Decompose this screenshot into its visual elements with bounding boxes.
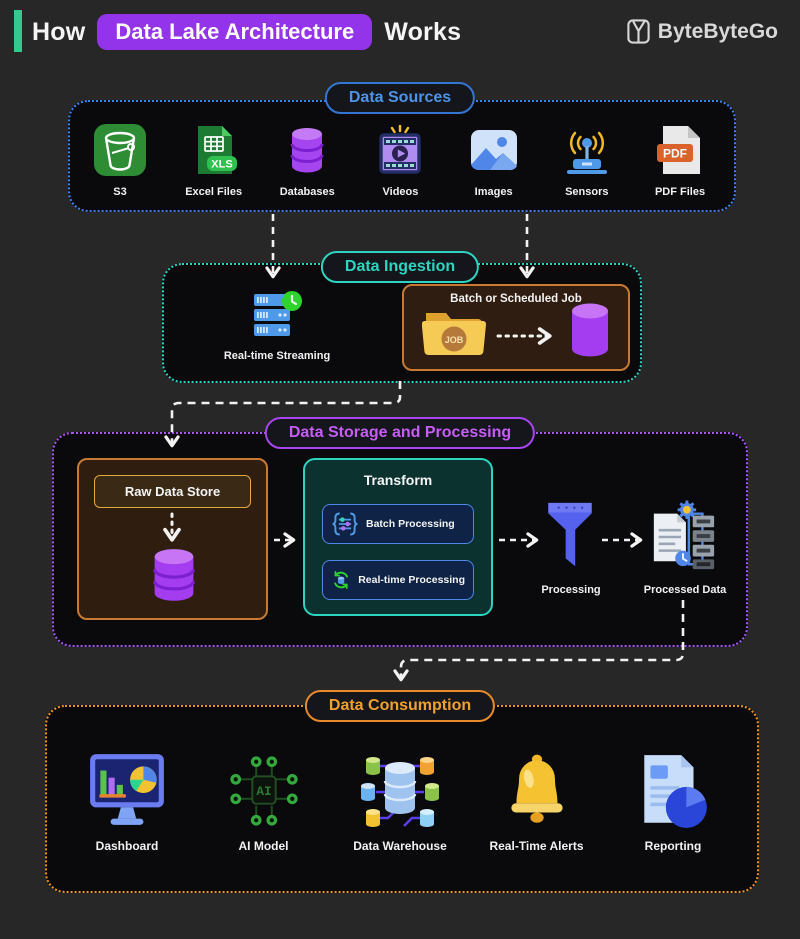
source-label: Sensors [565,186,609,198]
bytebytego-icon [627,19,650,44]
source-label: PDF Files [654,186,706,198]
title-highlight: Data Lake Architecture [97,14,373,50]
data-warehouse-icon [361,757,439,827]
source-label: Databases [279,186,335,198]
pdf-badge: PDF [663,147,687,161]
data-sources-row: S3 XLS Excel Files [68,100,732,198]
batch-job-title: Batch or Scheduled Job [450,293,582,305]
realtime-streaming-label: Real-time Streaming [223,350,331,362]
databases-icon [290,128,324,173]
batch-processing-box: Batch Processing [322,504,474,544]
funnel-icon [548,502,592,567]
raw-data-store-box: Raw Data Store [77,458,268,620]
source-item-databases: Databases [279,122,335,198]
consumption-label: Dashboard [95,839,159,853]
batch-processing-label: Batch Processing [366,518,455,530]
consumption-item-data-warehouse: Data Warehouse [350,751,450,853]
data-ingestion-label: Data Ingestion [320,251,480,283]
ai-model-icon: AI [229,756,298,826]
processed-data-item [648,500,718,579]
data-consumption-label: Data Consumption [304,690,496,722]
consumption-label: Real-Time Alerts [489,839,584,853]
realtime-processing-label: Real-time Processing [358,574,465,586]
realtime-processing-box: Real-time Processing [322,560,474,600]
title-prefix: How [32,17,86,46]
source-item-excel: XLS Excel Files [185,122,242,198]
source-item-pdf: PDF PDF Files [652,122,708,198]
job-badge: JOB [445,335,464,345]
consumption-label: Data Warehouse [353,839,447,853]
raw-data-store-label: Raw Data Store [94,475,251,508]
excel-file-icon: XLS [197,126,237,174]
source-label: S3 [113,186,127,198]
images-icon [470,130,517,171]
processed-data-label: Processed Data [643,584,727,596]
s3-bucket-icon [94,124,146,176]
raw-store-database-icon [153,549,195,601]
source-label: Images [474,186,513,198]
processing-item [544,500,596,575]
sensors-icon [566,131,607,174]
consumption-item-dashboard: Dashboard [77,751,177,853]
source-item-s3: S3 [92,122,148,198]
source-label: Videos [382,186,419,198]
consumption-item-reporting: Reporting [623,751,723,853]
videos-icon [379,124,422,174]
consumption-label: Reporting [644,839,702,853]
pdf-file-icon: PDF [657,126,700,174]
source-item-videos: Videos [372,122,428,198]
processing-label: Processing [541,584,601,596]
consumption-item-alerts: Real-Time Alerts [487,751,587,853]
dashboard-icon [90,754,164,825]
realtime-processing-icon [334,570,349,590]
consumption-item-ai-model: AI AI Model [214,751,314,853]
source-item-sensors: Sensors [559,122,615,198]
ingestion-database-icon [572,303,608,357]
data-consumption-row: Dashboard AI [45,705,755,853]
transform-title: Transform [363,472,433,488]
consumption-label: AI Model [238,839,289,853]
data-sources-label: Data Sources [324,82,476,114]
batch-processing-icon [332,512,358,536]
ai-chip-text: AI [256,784,271,799]
source-label: Excel Files [185,186,243,198]
title-accent-bar [14,10,22,52]
brand-name: ByteByteGo [657,19,778,43]
realtime-streaming-item [250,291,304,348]
processed-data-icon [653,500,715,570]
storage-processing-label: Data Storage and Processing [264,417,536,449]
xls-badge: XLS [211,159,232,171]
title-suffix: Works [384,17,462,46]
brand-logo: ByteByteGo [626,18,778,45]
source-item-images: Images [466,122,522,198]
batch-job-box: Batch or Scheduled Job JOB [402,284,630,371]
alert-bell-icon [510,754,563,823]
job-folder-icon: JOB [422,313,486,356]
page-title: How Data Lake Architecture Works [32,12,461,52]
transform-box: Transform Batch Processing Real-time Pro… [303,458,493,616]
streaming-server-icon [254,291,302,336]
reporting-icon [644,755,707,828]
